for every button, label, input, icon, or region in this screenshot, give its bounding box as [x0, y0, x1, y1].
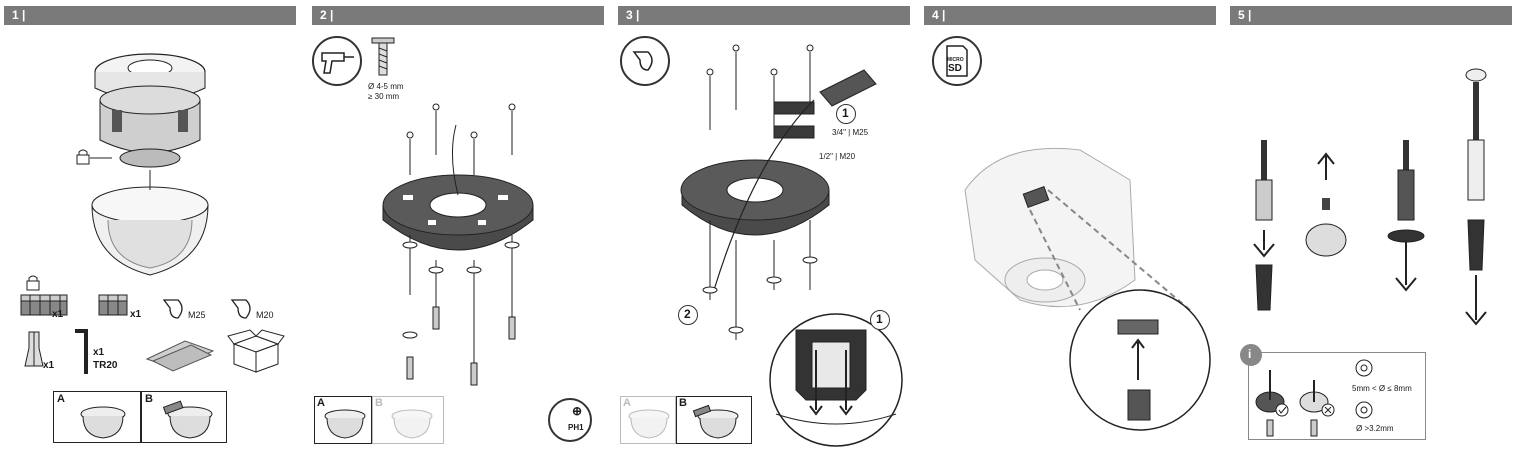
option-a-label: A — [57, 393, 65, 405]
screw-anchor-icon — [371, 37, 395, 76]
box-icon — [227, 329, 285, 373]
step-3-panel: 3 | 1 3/4" | M25 1/2" | M20 2 — [614, 0, 914, 467]
sd-micro-label: MICRO — [947, 57, 964, 63]
camera-exploded-illustration — [90, 53, 209, 276]
callout-2 — [678, 305, 698, 325]
option-b-label: B — [679, 397, 687, 409]
sd-card-glyph — [946, 45, 968, 77]
callout-2-label: 2 — [684, 307, 691, 321]
wrench-size: TR20 — [93, 360, 118, 371]
callout-1-detail — [870, 310, 890, 330]
min-text: Ø >3.2mm — [1356, 424, 1394, 433]
grommet-size-icon — [1355, 359, 1373, 377]
option-b-label: B — [375, 397, 383, 409]
info-icon — [1240, 344, 1262, 366]
grommet-check-illustration — [1255, 370, 1335, 437]
option-box-a — [314, 396, 372, 444]
screwdriver-label: PH1 — [568, 423, 584, 432]
info-label: i — [1248, 347, 1252, 361]
mounting-plate-illustration — [382, 103, 534, 386]
phillips-plus-icon: ⊕ — [572, 404, 583, 418]
callout-1-detail-label: 1 — [876, 312, 883, 326]
drill-depth: ≥ 30 mm — [368, 92, 400, 101]
dome-camera-icon — [80, 406, 126, 439]
seal-m20-label: M20 — [256, 310, 274, 320]
torx-wrench-icon — [75, 329, 88, 374]
callout-1-top — [836, 104, 856, 124]
drill-glyph — [321, 52, 354, 74]
step-5-panel: 5 | i — [1226, 0, 1514, 467]
option-box-a — [620, 396, 676, 444]
step-2-panel: 2 | Ø 4-5 mm ≥ 30 mm — [308, 0, 608, 467]
step-4-panel: 4 | MICRO SD — [920, 0, 1220, 467]
dome-camera-conduit-icon — [692, 404, 739, 439]
grommet-min-icon — [1355, 401, 1373, 419]
option-box-b — [372, 396, 444, 444]
conduit-mounting-illustration — [680, 44, 877, 340]
sd-label: SD — [948, 63, 962, 74]
step-4-header: 4 | — [924, 6, 1216, 25]
seal-m25-label: M25 — [188, 310, 206, 320]
step-2-header: 2 | — [312, 6, 604, 25]
seal-glyph — [632, 51, 653, 71]
conduit-12-label: 1/2" | M20 — [819, 152, 856, 161]
bracket-detail-zoom — [769, 313, 903, 447]
info-box — [1248, 352, 1426, 440]
dome-camera-conduit-icon — [162, 400, 213, 439]
option-box-b — [141, 391, 227, 443]
step-1-header: 1 | — [4, 6, 296, 25]
option-b-label: B — [145, 393, 153, 405]
terminal-block-small-icon — [98, 294, 128, 316]
dome-camera-icon — [628, 409, 670, 439]
documents-icon — [145, 340, 215, 372]
option-box-a — [53, 391, 141, 443]
lock-icon — [26, 275, 40, 291]
qty-plug: x1 — [43, 360, 55, 371]
range-text: 5mm < Ø ≤ 8mm — [1352, 384, 1412, 393]
drill-diameter: Ø 4-5 mm — [368, 82, 404, 91]
callout-1-top-label: 1 — [842, 106, 849, 120]
qty-wrench: x1 — [93, 347, 105, 358]
cable-routing-illustration — [1253, 68, 1487, 326]
cable-plug-icon — [24, 331, 44, 367]
conduit-34-label: 3/4" | M25 — [832, 128, 869, 137]
step-3-header: 3 | — [618, 6, 910, 25]
step-1-panel: 1 | x1 x1 — [0, 0, 300, 467]
option-a-label: A — [317, 397, 325, 409]
screwdriver-icon — [548, 398, 592, 442]
option-box-b — [676, 396, 752, 444]
qty-terminal-large: x1 — [52, 309, 64, 320]
dome-camera-conduit-icon — [391, 409, 433, 439]
step-5-header: 5 | — [1230, 6, 1512, 25]
seal-m25-icon — [162, 299, 183, 319]
dome-camera-icon — [324, 409, 366, 439]
qty-terminal-small: x1 — [130, 309, 142, 320]
terminal-block-large-icon — [20, 294, 68, 316]
option-a-label: A — [623, 397, 631, 409]
lock-icon — [76, 149, 90, 165]
seal-m20-icon — [230, 299, 251, 319]
camera-sd-slot-illustration — [964, 147, 1211, 431]
